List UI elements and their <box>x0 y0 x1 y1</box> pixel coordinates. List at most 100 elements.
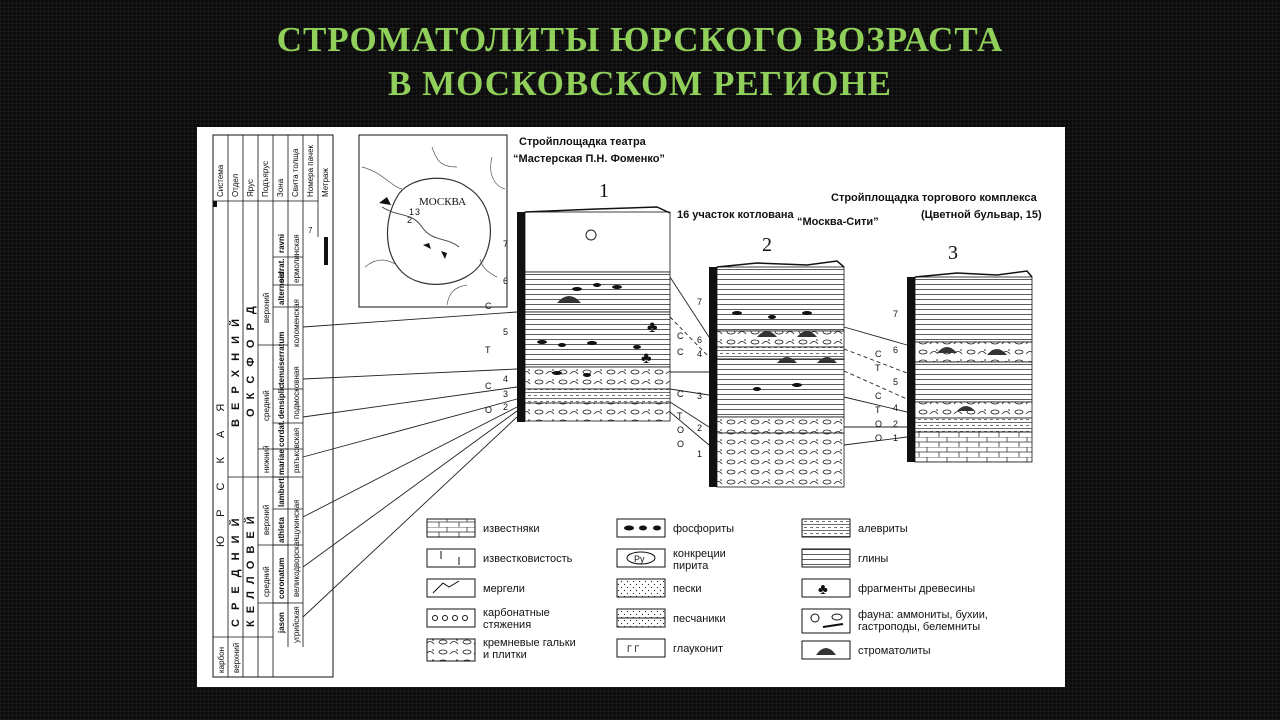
label-middle-series: С Р Е Д Н И Й <box>229 515 242 627</box>
slide-title: СТРОМАТОЛИТЫ ЮРСКОГО ВОЗРАСТА В МОСКОВСК… <box>0 18 1280 106</box>
section-headings: Стройплощадка театра “Мастерская П.Н. Фо… <box>513 136 1042 264</box>
legend-flint-pebbles-line-1: кремневые гальки <box>483 637 576 649</box>
s1-pack-4: 4 <box>503 374 508 384</box>
label-upper-series: В Е Р Х Н И Й <box>229 316 242 427</box>
s3-pack-2: 2 <box>893 419 898 429</box>
zone-densiplicatum: densiplic. <box>277 382 286 419</box>
section-3-column: 7 6 5 4 2 1 С Т С Т О О <box>875 270 1033 463</box>
legend-glauconite-symbol: Г Г <box>627 644 639 654</box>
section-2-subtitle: “Москва-Сити” <box>797 216 879 228</box>
svg-text:♣: ♣ <box>647 319 658 336</box>
suite-shchukino: щукинская <box>292 499 301 539</box>
s1-marker-1: С <box>485 301 492 311</box>
s2-pack-3: 3 <box>697 391 702 401</box>
s1-pack-6: 6 <box>503 276 508 286</box>
s3-marker-5: О <box>875 419 882 429</box>
s1-marker-3: С <box>485 381 492 391</box>
label-jurassic: Ю Р С К А Я <box>215 396 227 547</box>
correlation-lines <box>302 276 908 618</box>
legend: известняки известковистость мергели карб… <box>426 518 988 662</box>
header-zone: Зона <box>276 178 285 197</box>
legend-sand: пески <box>673 583 702 595</box>
suite-podmoskovnaya: подмосковная <box>292 366 301 419</box>
s3-pack-5: 5 <box>893 377 898 387</box>
suite-ugriyskaya: угрийская <box>292 606 301 643</box>
stratigraphic-table: Система Отдел Ярус Подъярус Зона Свита т… <box>212 134 334 678</box>
header-substage: Подъярус <box>261 161 270 197</box>
header-system: Система <box>216 164 225 197</box>
substage-lower: нижний <box>262 445 271 473</box>
substage-callov-middle: средний <box>262 566 271 597</box>
s2-marker-3: С <box>677 389 684 399</box>
s1-marker-4: О <box>485 405 492 415</box>
zone-coronatum: coronatum <box>277 558 286 599</box>
substage-callov-upper: верхний <box>262 505 271 535</box>
suite-kolomna: коломенская <box>292 299 301 347</box>
s2-marker-2: С <box>677 347 684 357</box>
section-3-number: 3 <box>948 242 958 264</box>
section-3-title-line-1: Стройплощадка торгового комплекса <box>831 192 1038 204</box>
s2-pack-1: 1 <box>697 449 702 459</box>
s2-pack-4: 4 <box>697 349 702 359</box>
s3-marker-6: О <box>875 433 882 443</box>
s3-pack-4: 4 <box>893 403 898 413</box>
svg-text:♣: ♣ <box>641 350 652 367</box>
zone-tenuiserratum: tenuiserratum <box>277 332 286 385</box>
zone-cordatum: cordat. <box>277 420 286 447</box>
zone-mariae: mariae <box>277 449 286 475</box>
substage-middle: средний <box>262 390 271 421</box>
legend-fauna-line-1: фауна: аммониты, бухии, <box>858 609 988 621</box>
legend-clay: глины <box>858 553 888 565</box>
legend-glauconite: глауконит <box>673 643 723 655</box>
zone-jason: jason <box>277 612 286 634</box>
legend-limestone: известняки <box>483 523 540 535</box>
s2-marker-1: С <box>677 331 684 341</box>
substage-upper: верхний <box>262 293 271 323</box>
s2-pack-6: 6 <box>697 335 702 345</box>
legend-pyrite-symbol: Ру <box>634 554 645 564</box>
header-stage: Ярус <box>246 179 255 197</box>
section-1-column: ♣ ♣ 7 6 5 4 3 2 С Т С О <box>485 206 671 422</box>
suite-ermolino: ермолинская <box>292 234 301 283</box>
section-2-title: 16 участок котлована <box>677 209 795 221</box>
svg-text:1: 1 <box>409 207 414 217</box>
s3-marker-2: Т <box>875 363 881 373</box>
s1-marker-2: Т <box>485 345 491 355</box>
svg-text:♣: ♣ <box>818 581 828 598</box>
s2-marker-6: О <box>677 439 684 449</box>
section-1-title-line-1: Стройплощадка театра <box>519 136 647 148</box>
suite-velikodvorskaya: великодворская <box>292 537 301 597</box>
zone-lamberti: lamberti <box>277 476 286 507</box>
s2-pack-7: 7 <box>697 297 702 307</box>
legend-flint-pebbles-line-2: и плитки <box>483 649 527 661</box>
label-callovian: К Е Л Л О В Е Й <box>244 514 257 627</box>
section-1-title-line-2: “Мастерская П.Н. Фоменко” <box>513 153 665 165</box>
s3-marker-3: С <box>875 391 882 401</box>
legend-wood-fragments: фрагменты древесины <box>858 583 975 595</box>
moscow-map: МОСКВА 123 <box>358 134 508 308</box>
map-label-moscow: МОСКВА <box>419 196 466 208</box>
s1-pack-7: 7 <box>503 239 508 249</box>
stratigraphic-figure: Система Отдел Ярус Подъярус Зона Свита т… <box>197 127 1065 687</box>
zone-athleta: athleta <box>277 517 286 543</box>
s2-marker-5: О <box>677 425 684 435</box>
label-oxford: О К С Ф О Р Д <box>245 303 257 417</box>
slide-title-line-1: СТРОМАТОЛИТЫ ЮРСКОГО ВОЗРАСТА <box>276 20 1004 59</box>
svg-text:3: 3 <box>415 207 420 217</box>
zone-alternoides: alternoid. <box>277 269 286 305</box>
s2-pack-2: 2 <box>697 423 702 433</box>
legend-marl: мергели <box>483 583 525 595</box>
label-carboniferous-upper: верхний <box>232 643 241 673</box>
legend-fauna-line-2: гастроподы, белемниты <box>858 621 980 633</box>
legend-pyrite-line-1: конкреции <box>673 548 726 560</box>
s3-marker-4: Т <box>875 405 881 415</box>
s3-pack-6: 6 <box>893 345 898 355</box>
header-series: Отдел <box>231 174 240 197</box>
suite-ratkovo: ратьковская <box>292 428 301 473</box>
header-metre: Метраж <box>321 168 330 198</box>
s1-pack-3: 3 <box>503 389 508 399</box>
label-carboniferous: карбон <box>217 647 226 673</box>
legend-carbonate-concretions-line-1: карбонатные <box>483 607 550 619</box>
s3-marker-1: С <box>875 349 882 359</box>
svg-text:2: 2 <box>407 215 412 225</box>
